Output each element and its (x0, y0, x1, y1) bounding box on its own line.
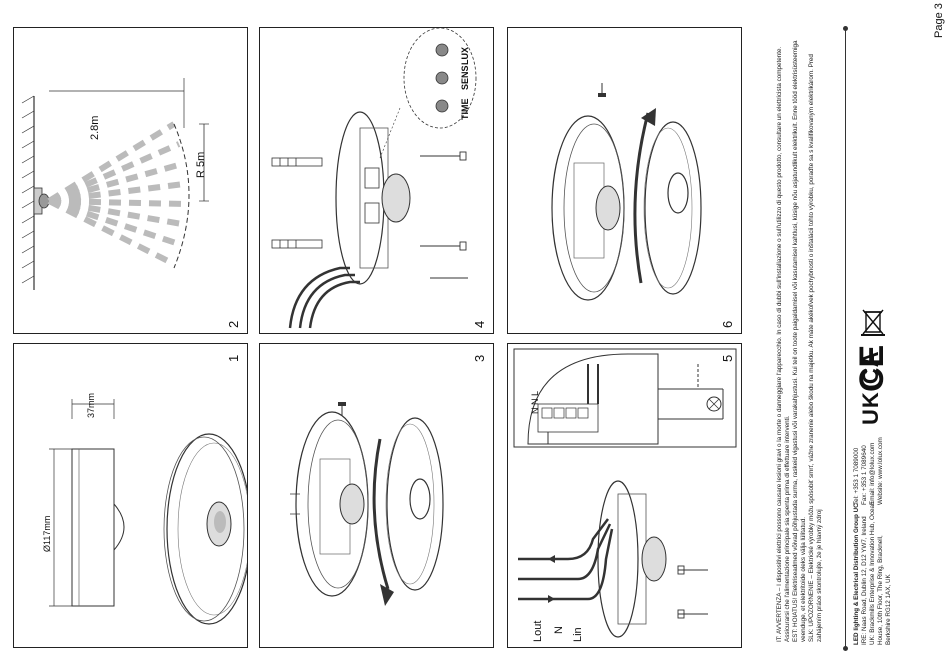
panel-number: 6 (720, 320, 735, 328)
company-email: Email: info@lolux.com (869, 442, 876, 505)
notice-sk-2: zahájením práce skontrolujte, že je hlav… (816, 509, 823, 642)
diameter-label: Ø117mm (42, 515, 52, 552)
panel-3-remove-cover: 3 (259, 343, 494, 648)
panel-2-drawing (21, 78, 209, 290)
panel-2-detection-range: 2 2.8m R 5m (13, 27, 248, 334)
wire-label-lout: Lout (532, 620, 544, 642)
time-label: TIME (460, 98, 470, 121)
panel-1-drawing (49, 399, 247, 625)
wire-label-lin: Lin (572, 627, 584, 642)
company-uk-3: Berkshire RG12 1AX, UK (885, 574, 892, 645)
lux-label: LUX (460, 47, 470, 65)
panel-6-drawing (551, 83, 702, 301)
panel-5-drawing (513, 348, 737, 638)
divider-dot-top (843, 26, 848, 31)
company-ire: IRE: Naas Road, Dublin 12, D12 YW7, Irel… (861, 516, 868, 645)
notice-sk: SLK: UPOZORNENIE – Elektrické výrobky mô… (808, 54, 815, 642)
panel-number: 3 (472, 354, 487, 362)
company-web: Website: www.lolux.com (877, 437, 884, 505)
notice-et-2: veenduge, et elektritoide oleks välja lü… (800, 517, 807, 642)
panel-number: 4 (472, 320, 487, 328)
panel-1-dimensions: 1 Ø117mm 37mm (13, 343, 248, 648)
panel-4-mounting: 4 TIME SENS LUX (259, 27, 494, 334)
terminal-labels: N N L (530, 390, 540, 414)
company-uk: UK: Brackmills Enterprise & Innovation H… (869, 501, 876, 646)
company-name: LED lighting & Electrical Distribution G… (853, 503, 860, 645)
sens-label: SENS (460, 65, 470, 90)
company-uk-2: House, 10th Floor, The Ring, Bracknell, (877, 535, 884, 645)
panel-number: 5 (720, 354, 735, 362)
company-tel: Tel: +353 1 7089000 (853, 447, 860, 505)
weee-bin-icon (860, 308, 886, 336)
height-label: 37mm (86, 392, 96, 418)
radius-label: R 5m (195, 151, 207, 178)
notice-it-2: Assicurarsi che l'alimentazione principa… (784, 415, 791, 643)
divider-line (845, 28, 846, 648)
panel-5-wiring: 5 Lout N Lin N N L (507, 343, 742, 648)
divider-dot-bottom (843, 646, 848, 651)
company-fax: Fax: +353 1 7089640 (861, 445, 868, 505)
panel-6-refit-cover: 6 (507, 27, 742, 334)
panel-4-drawing (271, 28, 477, 329)
panel-number: 1 (226, 354, 241, 362)
wire-label-n: N (553, 626, 565, 634)
notice-et: EST: HOIATUS! Elektriseadmed võivad põhj… (792, 40, 799, 642)
notice-it: IT: AVVERTENZA – I dispositivi elettrici… (776, 46, 783, 642)
panel-3-drawing (290, 402, 444, 606)
page-label: Page 3 (933, 3, 945, 38)
distance-label: 2.8m (89, 115, 101, 140)
ce-mark: CE (853, 344, 891, 392)
panel-number: 2 (226, 320, 241, 328)
